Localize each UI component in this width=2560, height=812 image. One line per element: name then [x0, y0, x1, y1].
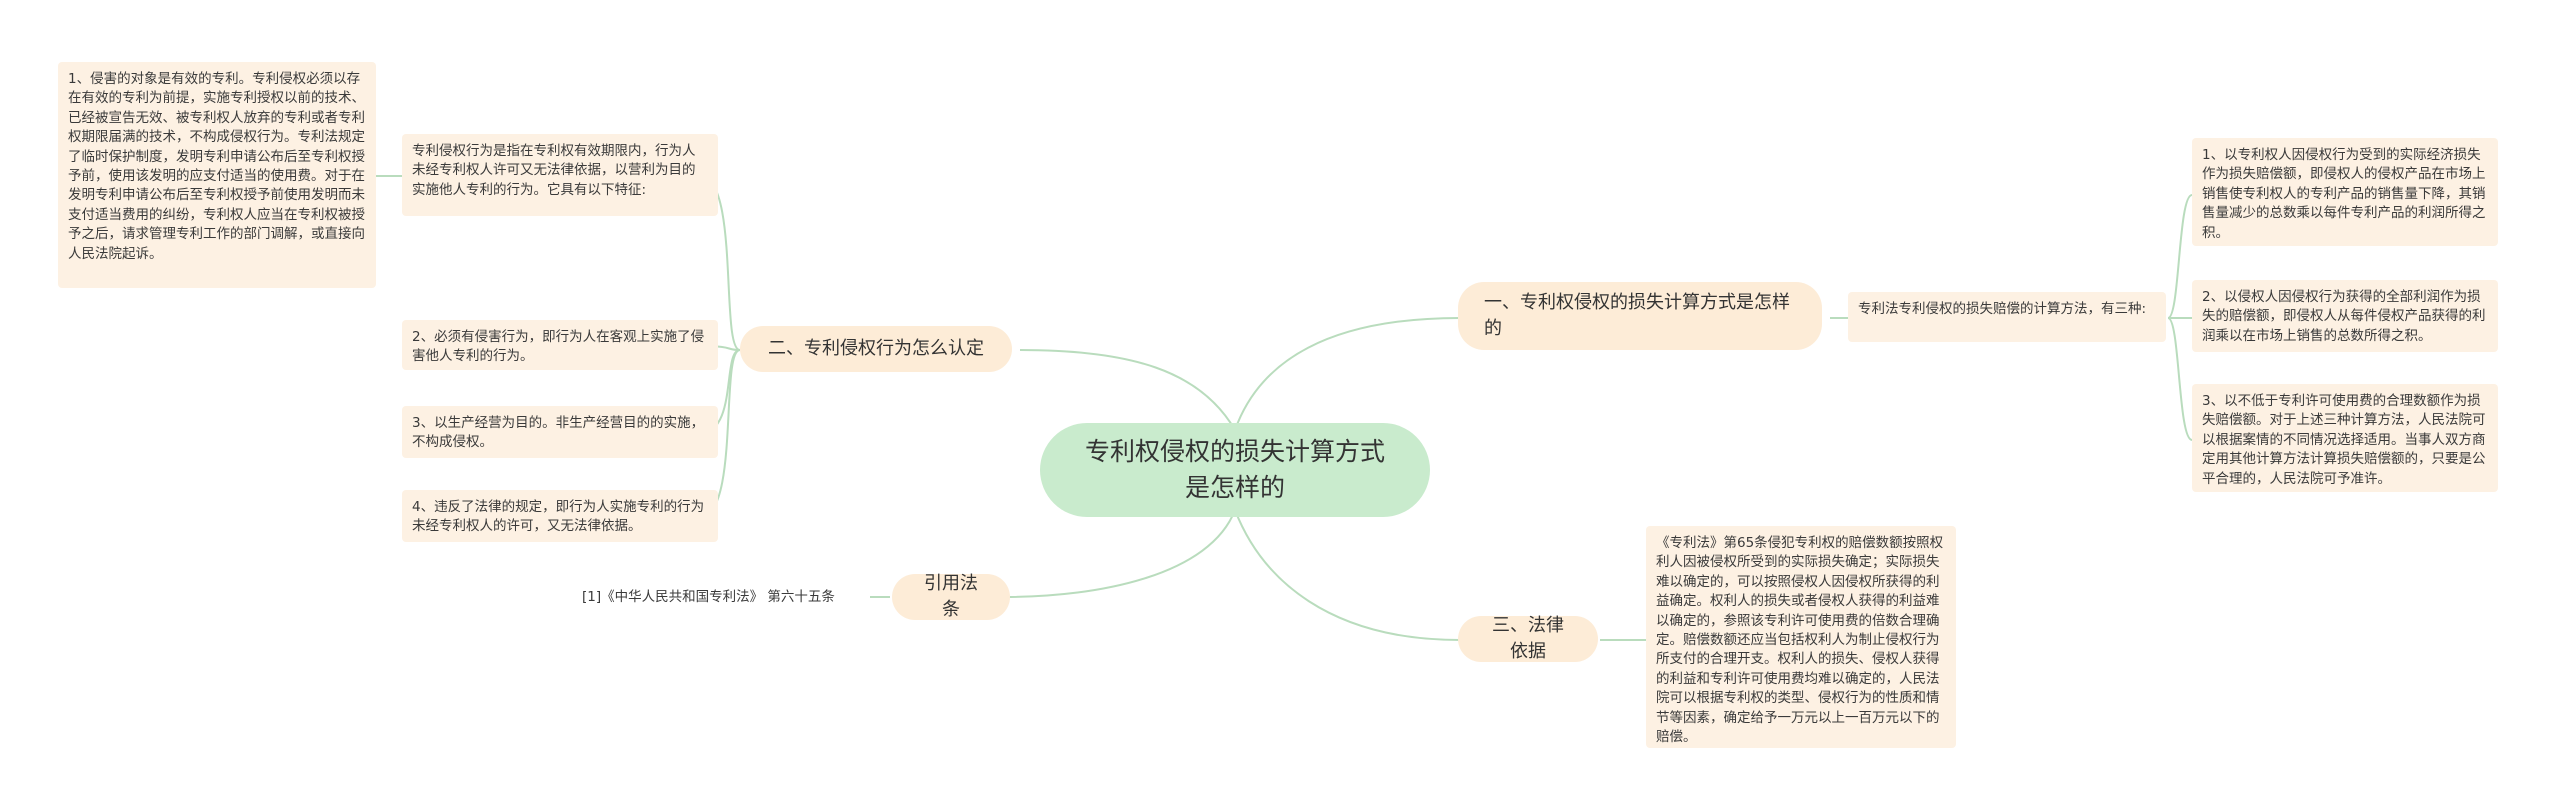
leaf-calc-intro[interactable]: 专利法专利侵权的损失赔偿的计算方法，有三种:	[1848, 292, 2166, 342]
branch-loss-calculation-label: 一、专利权侵权的损失计算方式是怎样的	[1484, 292, 1790, 339]
leaf-cited-law-content: [1]《中华人民共和国专利法》 第六十五条	[582, 589, 835, 605]
leaf-feature-3[interactable]: 3、以生产经营为目的。非生产经营目的的实施，不构成侵权。	[402, 406, 718, 458]
leaf-cited-law-text[interactable]: [1]《中华人民共和国专利法》 第六十五条	[572, 580, 870, 614]
root-title: 专利权侵权的损失计算方式是怎样的	[1084, 437, 1385, 502]
leaf-feature-4-text: 4、违反了法律的规定，即行为人实施专利的行为未经专利权人的许可，又无法律依据。	[412, 499, 705, 535]
leaf-infringement-definition-text: 专利侵权行为是指在专利权有效期限内，行为人未经专利权人许可又无法律依据，以营利为…	[412, 143, 696, 198]
link-root-b3	[1234, 509, 1461, 641]
leaf-infringement-definition[interactable]: 专利侵权行为是指在专利权有效期限内，行为人未经专利权人许可又无法律依据，以营利为…	[402, 134, 718, 216]
branch-legal-basis[interactable]: 三、法律依据	[1458, 615, 1598, 662]
branch-legal-basis-label: 三、法律依据	[1492, 615, 1564, 662]
leaf-calc-method-3-text: 3、以不低于专利许可使用费的合理数额作为损失赔偿额。对于上述三种计算方法，人民法…	[2202, 393, 2486, 487]
leaf-feature-4[interactable]: 4、违反了法律的规定，即行为人实施专利的行为未经专利权人的许可，又无法律依据。	[402, 490, 718, 542]
leaf-feature-3-text: 3、以生产经营为目的。非生产经营目的的实施，不构成侵权。	[412, 415, 705, 451]
leaf-legal-basis-content: 《专利法》第65条侵犯专利权的赔偿数额按照权利人因被侵权所受到的实际损失确定；实…	[1656, 535, 1944, 746]
leaf-calc-method-3[interactable]: 3、以不低于专利许可使用费的合理数额作为损失赔偿额。对于上述三种计算方法，人民法…	[2192, 384, 2498, 492]
branch-infringement-determination[interactable]: 二、专利侵权行为怎么认定	[740, 326, 1012, 372]
link-root-b2	[1019, 349, 1236, 431]
branch-cited-law-label: 引用法条	[924, 573, 978, 620]
leaf-feature-2[interactable]: 2、必须有侵害行为，即行为人在客观上实施了侵害他人专利的行为。	[402, 320, 718, 370]
leaf-feature-1-text: 1、侵害的对象是有效的专利。专利侵权必须以存在有效的专利为前提，实施专利授权以前…	[68, 71, 365, 262]
leaf-feature-1[interactable]: 1、侵害的对象是有效的专利。专利侵权必须以存在有效的专利为前提，实施专利授权以前…	[58, 62, 376, 288]
link-intro-item3	[2167, 317, 2193, 441]
leaf-calc-method-2-text: 2、以侵权人因侵权行为获得的全部利润作为损失的赔偿额，即侵权人从每件侵权产品获得…	[2202, 289, 2486, 344]
branch-loss-calculation[interactable]: 一、专利权侵权的损失计算方式是怎样的	[1458, 282, 1822, 350]
leaf-legal-basis-text[interactable]: 《专利法》第65条侵犯专利权的赔偿数额按照权利人因被侵权所受到的实际损失确定；实…	[1646, 526, 1956, 748]
root-topic[interactable]: 专利权侵权的损失计算方式是怎样的	[1040, 423, 1430, 517]
branch-cited-law[interactable]: 引用法条	[892, 573, 1010, 620]
leaf-calc-method-1-text: 1、以专利权人因侵权行为受到的实际经济损失作为损失赔偿额，即侵权人的侵权产品在市…	[2202, 147, 2486, 241]
leaf-feature-2-text: 2、必须有侵害行为，即行为人在客观上实施了侵害他人专利的行为。	[412, 329, 705, 365]
link-root-b1	[1234, 317, 1461, 431]
branch-infringement-determination-label: 二、专利侵权行为怎么认定	[768, 338, 984, 359]
leaf-calc-method-1[interactable]: 1、以专利权人因侵权行为受到的实际经济损失作为损失赔偿额，即侵权人的侵权产品在市…	[2192, 138, 2498, 246]
leaf-calc-method-2[interactable]: 2、以侵权人因侵权行为获得的全部利润作为损失的赔偿额，即侵权人从每件侵权产品获得…	[2192, 280, 2498, 352]
link-intro-item1	[2167, 194, 2193, 319]
leaf-calc-intro-text: 专利法专利侵权的损失赔偿的计算方法，有三种:	[1858, 301, 2147, 317]
link-root-b4	[1004, 509, 1236, 598]
